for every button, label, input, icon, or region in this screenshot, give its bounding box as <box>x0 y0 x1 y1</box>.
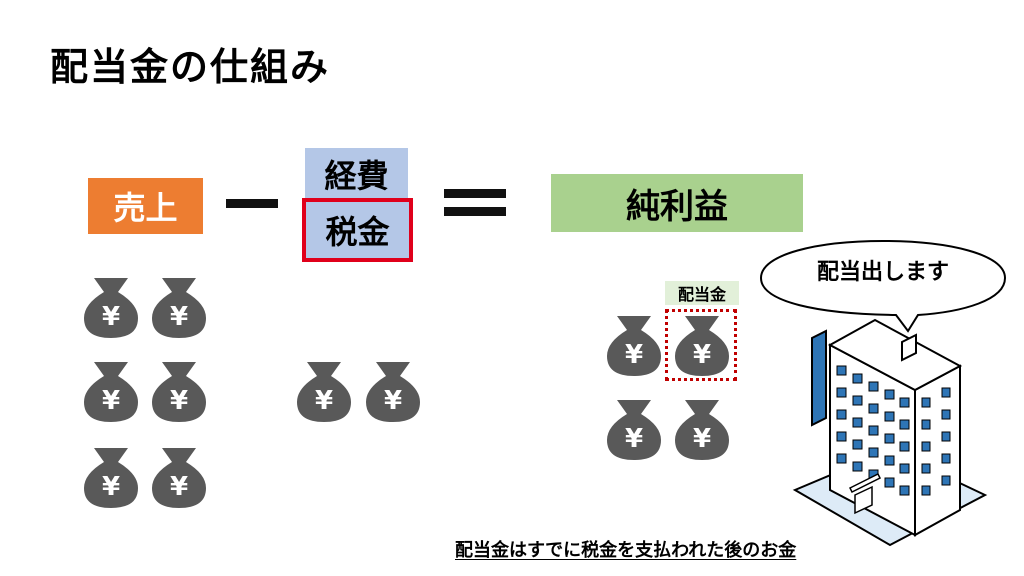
company-building-icon <box>792 318 988 547</box>
expenses-box: 経費 <box>305 148 408 200</box>
money-bag-icon: ¥ <box>84 362 138 422</box>
minus-sign <box>226 199 278 208</box>
svg-text:¥: ¥ <box>102 302 120 332</box>
dividend-highlight-frame <box>665 309 737 381</box>
dividend-label: 配当金 <box>665 281 739 305</box>
money-bag-icon: ¥ <box>84 278 138 338</box>
money-bag-icon: ¥ <box>607 316 661 376</box>
money-bag-icon: ¥ <box>675 400 729 460</box>
svg-text:¥: ¥ <box>625 424 643 454</box>
svg-text:¥: ¥ <box>170 386 188 416</box>
net-profit-box: 純利益 <box>551 174 803 232</box>
svg-text:¥: ¥ <box>170 302 188 332</box>
money-bag-icon: ¥ <box>297 362 351 422</box>
money-bag-icon: ¥ <box>366 362 420 422</box>
tax-box: 税金 <box>302 198 413 262</box>
svg-text:¥: ¥ <box>102 386 120 416</box>
equals-sign-bottom <box>444 207 506 216</box>
money-bag-icon: ¥ <box>84 448 138 508</box>
speech-bubble-icon <box>759 239 1007 333</box>
svg-text:¥: ¥ <box>693 424 711 454</box>
money-bag-icon: ¥ <box>675 316 729 376</box>
equals-sign-top <box>444 189 506 198</box>
money-bag-icon: ¥ <box>152 362 206 422</box>
svg-text:¥: ¥ <box>625 340 643 370</box>
money-bag-icon: ¥ <box>152 448 206 508</box>
svg-text:¥: ¥ <box>315 386 333 416</box>
sales-box: 売上 <box>88 178 203 234</box>
svg-text:¥: ¥ <box>693 340 711 370</box>
footnote: 配当金はすでに税金を支払われた後のお金 <box>455 540 797 561</box>
svg-text:¥: ¥ <box>170 472 188 502</box>
page-title: 配当金の仕組み <box>50 45 331 89</box>
svg-text:¥: ¥ <box>384 386 402 416</box>
svg-text:¥: ¥ <box>102 472 120 502</box>
money-bag-icon: ¥ <box>152 278 206 338</box>
money-bag-icon: ¥ <box>607 400 661 460</box>
speech-text: 配当出します <box>816 260 949 285</box>
